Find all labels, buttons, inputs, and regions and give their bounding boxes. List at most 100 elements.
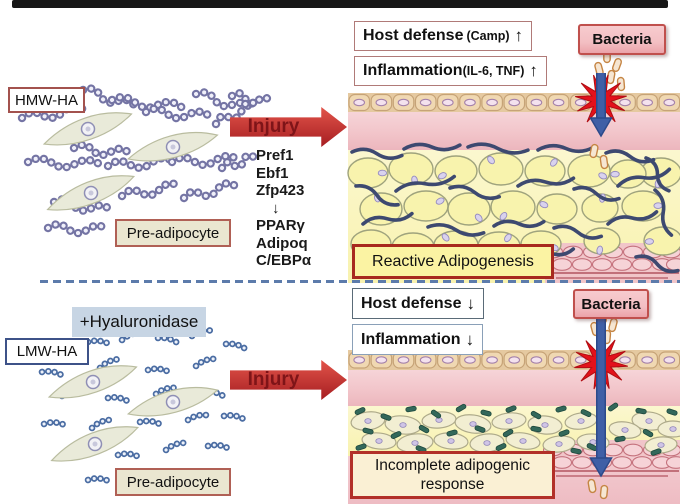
inflammation-box-bottom: Inflammation ↓ xyxy=(352,324,484,355)
preadipocyte-cell xyxy=(47,365,138,399)
bacteria-rod xyxy=(616,76,626,92)
bacteria-box-top: Bacteria xyxy=(578,24,666,55)
up-arrow-icon: ↑ xyxy=(529,61,538,80)
divider-dashed xyxy=(40,280,680,283)
top-black-bar xyxy=(12,0,668,8)
preadipocyte-cell xyxy=(126,131,219,162)
ha-fragment xyxy=(162,439,189,454)
ha-fragment xyxy=(84,475,112,485)
ha-chain-core xyxy=(181,181,237,201)
cell-nucleolus xyxy=(92,441,98,447)
ha-fragment-core xyxy=(42,420,66,427)
gene-item: Ebf1 xyxy=(256,164,289,182)
ha-chain xyxy=(49,195,116,216)
cell-nucleolus xyxy=(170,144,176,150)
gene-item: Adipoq xyxy=(256,234,308,252)
ha-fragment-core xyxy=(146,367,170,374)
preadipocyte-text-top: Pre-adipocyte xyxy=(126,224,220,242)
ha-chain xyxy=(107,92,186,112)
cell-nucleus xyxy=(87,436,103,452)
ha-chain-core xyxy=(193,90,254,113)
ha-fragment-core xyxy=(106,395,130,403)
ha-fragment xyxy=(58,387,85,400)
ha-chain xyxy=(227,88,276,108)
incomplete-response-box: Incomplete adipogenic response xyxy=(350,451,555,499)
hmw-ha-label: HMW-HA xyxy=(8,87,85,113)
ha-fragment-core xyxy=(60,388,83,398)
injury-text-top: Injury xyxy=(247,116,300,137)
injury-text-bottom: Injury xyxy=(247,369,300,390)
ha-fragment-core xyxy=(222,413,246,421)
ha-chain xyxy=(23,154,105,172)
host-defense-paren-top: (Camp) xyxy=(466,29,510,43)
ha-fragment-core xyxy=(86,339,110,346)
hyaluronidase-label: +Hyaluronidase xyxy=(72,307,206,337)
hmw-ha-text: HMW-HA xyxy=(14,91,79,109)
ha-fragment-core xyxy=(98,357,120,370)
ha-chain xyxy=(141,104,215,123)
ha-fragment xyxy=(204,441,232,452)
host-defense-text-top: Host defense xyxy=(363,27,464,44)
ha-fragment-core xyxy=(138,419,162,426)
ha-fragment-core xyxy=(154,386,177,396)
cell-nucleolus xyxy=(85,126,91,132)
ha-fragment xyxy=(84,337,112,347)
bacteria-rod xyxy=(608,317,618,333)
ha-chain xyxy=(217,151,259,173)
preadipocyte-cell xyxy=(126,386,219,417)
ha-chain xyxy=(78,84,140,112)
ha-chain-core xyxy=(119,181,182,199)
inflammation-box-top: Inflammation (IL-6, TNF) ↑ xyxy=(354,56,547,86)
ha-chain xyxy=(69,140,134,160)
inflammation-text-top: Inflammation xyxy=(363,62,463,79)
ha-fragment-core xyxy=(186,413,210,422)
incomplete-response-line2: response xyxy=(420,476,485,493)
preadipocyte-text-bottom: Pre-adipocyte xyxy=(126,473,220,491)
ha-chain-core xyxy=(229,91,274,106)
cell-nucleolus xyxy=(170,399,176,405)
ha-fragment-core xyxy=(224,342,248,351)
ha-fragment xyxy=(200,388,227,400)
bacteria-rod xyxy=(594,61,604,77)
cell-nucleolus xyxy=(90,379,96,385)
ha-chain xyxy=(117,179,184,201)
host-defense-box-bottom: Host defense ↓ xyxy=(352,288,484,319)
ha-chain xyxy=(179,179,239,203)
epithelium-layer-top xyxy=(348,93,680,112)
ha-fragment xyxy=(104,394,132,405)
ha-chain-core xyxy=(105,156,176,170)
host-defense-text-bottom: Host defense xyxy=(361,294,462,312)
ha-fragment xyxy=(40,419,68,429)
ha-fragment xyxy=(96,355,122,372)
ha-chain xyxy=(103,153,179,172)
ha-fragment xyxy=(136,417,164,428)
up-arrow-icon: ↑ xyxy=(514,26,524,45)
ha-fragment xyxy=(88,416,114,432)
cell-nucleus xyxy=(80,121,96,137)
inflammation-paren-top: (IL-6, TNF) xyxy=(462,64,525,78)
cell-nucleus xyxy=(165,394,181,410)
inflammation-text-bottom: Inflammation xyxy=(361,330,461,348)
ha-fragment-core xyxy=(194,357,217,368)
ha-fragment xyxy=(220,412,248,423)
ha-fragment-core xyxy=(68,444,91,454)
ha-chain-core xyxy=(25,156,102,170)
ha-chain-core xyxy=(80,86,138,110)
injury-arrow-top: Injury xyxy=(230,107,347,147)
ha-fragment xyxy=(184,411,211,424)
bacteria-rod xyxy=(611,57,623,73)
ha-fragment xyxy=(38,368,66,379)
ha-chain-core xyxy=(71,142,132,157)
ha-fragment-core xyxy=(90,418,112,430)
preadipocyte-cell xyxy=(42,112,133,146)
preadipocyte-label-bottom: Pre-adipocyte xyxy=(115,468,231,496)
ha-chain-core xyxy=(109,95,184,110)
injury-arrow-bottom: Injury xyxy=(230,360,347,400)
cell-nucleus xyxy=(85,374,101,390)
incomplete-response-line1: Incomplete adipogenic xyxy=(374,456,531,474)
gene-item: Zfp423 xyxy=(256,182,305,199)
down-arrow-icon: ↓ xyxy=(465,329,475,349)
bacteria-rod xyxy=(590,321,600,337)
ha-chain xyxy=(43,220,113,238)
